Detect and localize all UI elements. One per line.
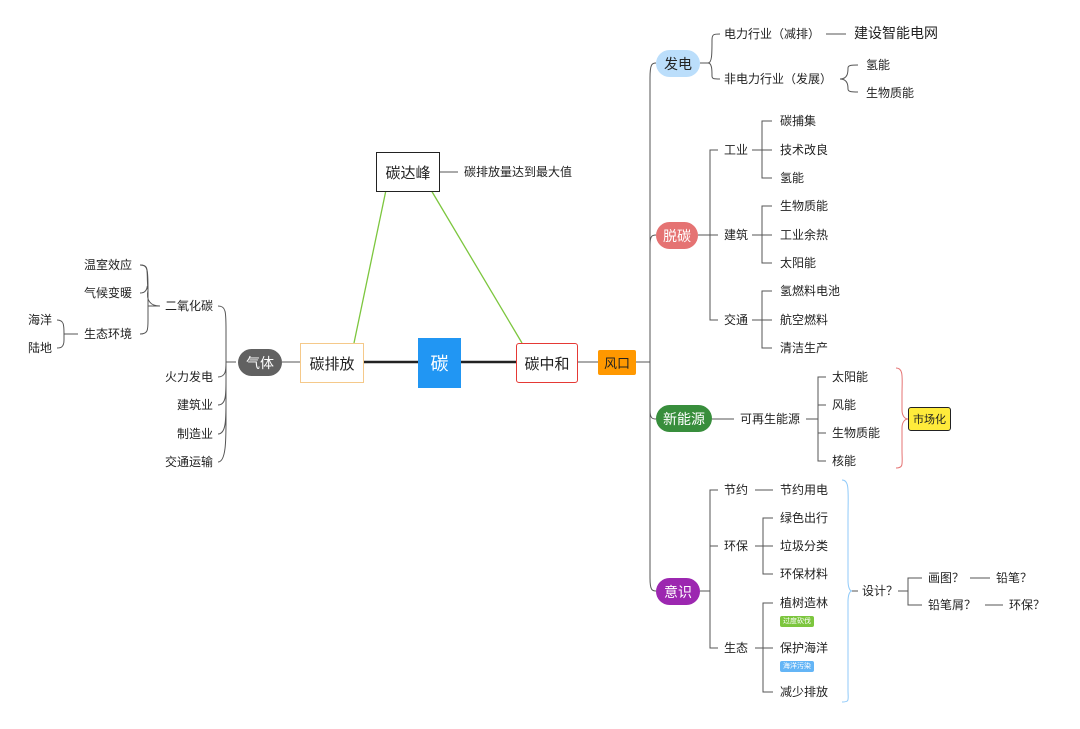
design-label: 设计？ (862, 584, 899, 598)
energy-item: 核能 (832, 454, 857, 468)
eco-item: 环保材料 (780, 567, 829, 581)
new-energy-node[interactable]: 新能源 (656, 405, 712, 432)
non-electric-label: 非电力行业（发展） (724, 72, 833, 86)
ecology-item: 植树造林 (780, 596, 829, 610)
co2-label: 二氧化碳 (165, 299, 214, 313)
energy-item: 生物质能 (832, 426, 881, 440)
decarb-item: 碳捕集 (780, 114, 817, 128)
ecology-tag: 海洋污染 (780, 661, 814, 672)
eco-label: 环保 (724, 539, 749, 553)
decarb-item: 氢燃料电池 (780, 284, 841, 298)
renewable-label: 可再生能源 (740, 412, 801, 426)
decarb-item: 航空燃料 (780, 313, 829, 327)
electric-label: 电力行业（减排） (724, 27, 821, 41)
gas-node[interactable]: 气体 (238, 349, 282, 376)
eco-item: 绿色出行 (780, 511, 829, 525)
effect-item: 气候变暖 (84, 286, 133, 300)
decarb-label: 脱碳 (663, 228, 691, 245)
decarb-item: 工业余热 (780, 228, 829, 242)
decarb-item: 清洁生产 (780, 341, 829, 355)
drawing-child: 铅笔？ (996, 571, 1033, 585)
source-item: 交通运输 (165, 455, 214, 469)
awareness-label: 意识 (664, 584, 692, 601)
awareness-node[interactable]: 意识 (656, 578, 700, 605)
eco-item: 垃圾分类 (780, 539, 829, 553)
energy-item: 风能 (832, 398, 857, 412)
save-label: 节约 (724, 483, 749, 497)
decarb-item: 太阳能 (780, 256, 817, 270)
peak-node[interactable]: 碳达峰 (376, 152, 440, 192)
save-item: 节约用电 (780, 483, 829, 497)
gas-label: 气体 (246, 355, 274, 372)
decarb-item: 氢能 (780, 171, 805, 185)
eco-item: 陆地 (28, 341, 53, 355)
center-label: 碳 (430, 354, 449, 375)
market-node[interactable]: 市场化 (908, 407, 951, 431)
neutral-node[interactable]: 碳中和 (516, 343, 578, 383)
power-node[interactable]: 发电 (656, 50, 700, 77)
power-label: 发电 (664, 56, 692, 73)
ecology-item: 减少排放 (780, 685, 829, 699)
source-item: 制造业 (177, 427, 214, 441)
source-item: 建筑业 (177, 398, 214, 412)
source-item: 火力发电 (165, 370, 214, 384)
ecology-tag: 过度砍伐 (780, 616, 814, 627)
peak-label: 碳达峰 (385, 163, 431, 182)
peak-desc: 碳排放量达到最大值 (464, 165, 573, 179)
center-node[interactable]: 碳 (418, 338, 461, 388)
industry-label: 工业 (724, 143, 749, 157)
effect-item: 温室效应 (84, 258, 133, 272)
wind-label: 风口 (603, 357, 630, 372)
shavings-child: 环保？ (1009, 598, 1046, 612)
decarb-item: 技术改良 (780, 143, 829, 157)
non-electric-child: 生物质能 (866, 86, 915, 100)
shavings-label: 铅笔屑？ (928, 598, 977, 612)
ecology-item: 保护海洋 (780, 641, 829, 655)
decarb-item: 生物质能 (780, 199, 829, 213)
non-electric-child: 氢能 (866, 58, 891, 72)
decarb-node[interactable]: 脱碳 (656, 222, 698, 249)
neutral-label: 碳中和 (524, 354, 570, 373)
new-energy-label: 新能源 (663, 411, 705, 428)
building-label: 建筑 (724, 228, 749, 242)
eco-item: 海洋 (28, 313, 53, 327)
wind-node[interactable]: 风口 (598, 350, 636, 375)
drawing-label: 画图？ (928, 571, 965, 585)
emission-node[interactable]: 碳排放 (300, 343, 364, 383)
smart-grid-label: 建设智能电网 (854, 26, 938, 42)
energy-item: 太阳能 (832, 370, 869, 384)
market-label: 市场化 (913, 413, 946, 426)
ecology-label: 生态 (724, 641, 749, 655)
emission-label: 碳排放 (309, 354, 355, 373)
transport-label: 交通 (724, 313, 749, 327)
effect-item: 生态环境 (84, 327, 133, 341)
